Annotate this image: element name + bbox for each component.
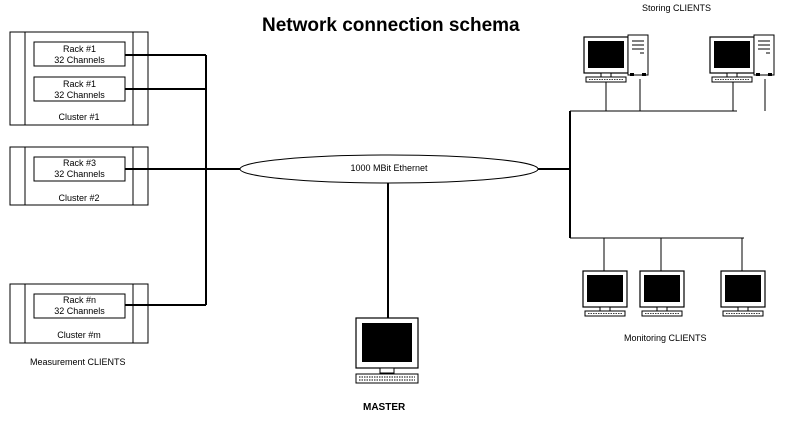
rack-channels: 32 Channels	[54, 169, 105, 179]
ethernet-label: 1000 MBit Ethernet	[350, 163, 428, 173]
master-label: MASTER	[363, 402, 406, 413]
monitoring-links	[570, 237, 744, 271]
rack-box	[33, 293, 126, 319]
monitor-icon	[583, 36, 629, 83]
rack-name: Rack #n	[62, 295, 97, 305]
cluster-1	[9, 31, 149, 126]
rack-channels: 32 Channels	[54, 55, 105, 65]
monitoring-client	[720, 270, 766, 317]
cluster-label: Cluster #1	[58, 112, 100, 122]
measurement-clients-label: Measurement CLIENTS	[30, 357, 126, 367]
rack-name: Rack #1	[62, 44, 97, 54]
client-links	[538, 111, 571, 238]
rack-box	[33, 76, 126, 102]
rack-name: Rack #1	[62, 79, 97, 89]
cluster-label: Cluster #2	[58, 193, 100, 203]
rack-channels: 32 Channels	[54, 306, 105, 316]
monitoring-client	[582, 270, 628, 317]
storing-links	[570, 79, 766, 112]
cluster-label: Cluster #m	[57, 330, 101, 340]
tower-icon	[627, 34, 649, 77]
tower-icon	[753, 34, 775, 77]
monitor-icon	[709, 36, 755, 83]
rack-box	[33, 41, 126, 67]
monitoring-clients-label: Monitoring CLIENTS	[624, 333, 707, 343]
monitor-icon	[639, 270, 685, 317]
rack-connections	[125, 54, 240, 306]
diagram-title: Network connection schema	[262, 15, 520, 36]
rack-channels: 32 Channels	[54, 90, 105, 100]
storing-client	[709, 34, 775, 83]
storing-client	[583, 34, 649, 83]
monitor-icon	[582, 270, 628, 317]
rack-name: Rack #3	[62, 158, 97, 168]
cluster-2	[9, 146, 149, 206]
storing-clients-label: Storing CLIENTS	[642, 3, 712, 13]
master-computer	[355, 317, 419, 384]
monitor-icon	[720, 270, 766, 317]
cluster-m	[9, 283, 149, 344]
monitoring-client	[639, 270, 685, 317]
